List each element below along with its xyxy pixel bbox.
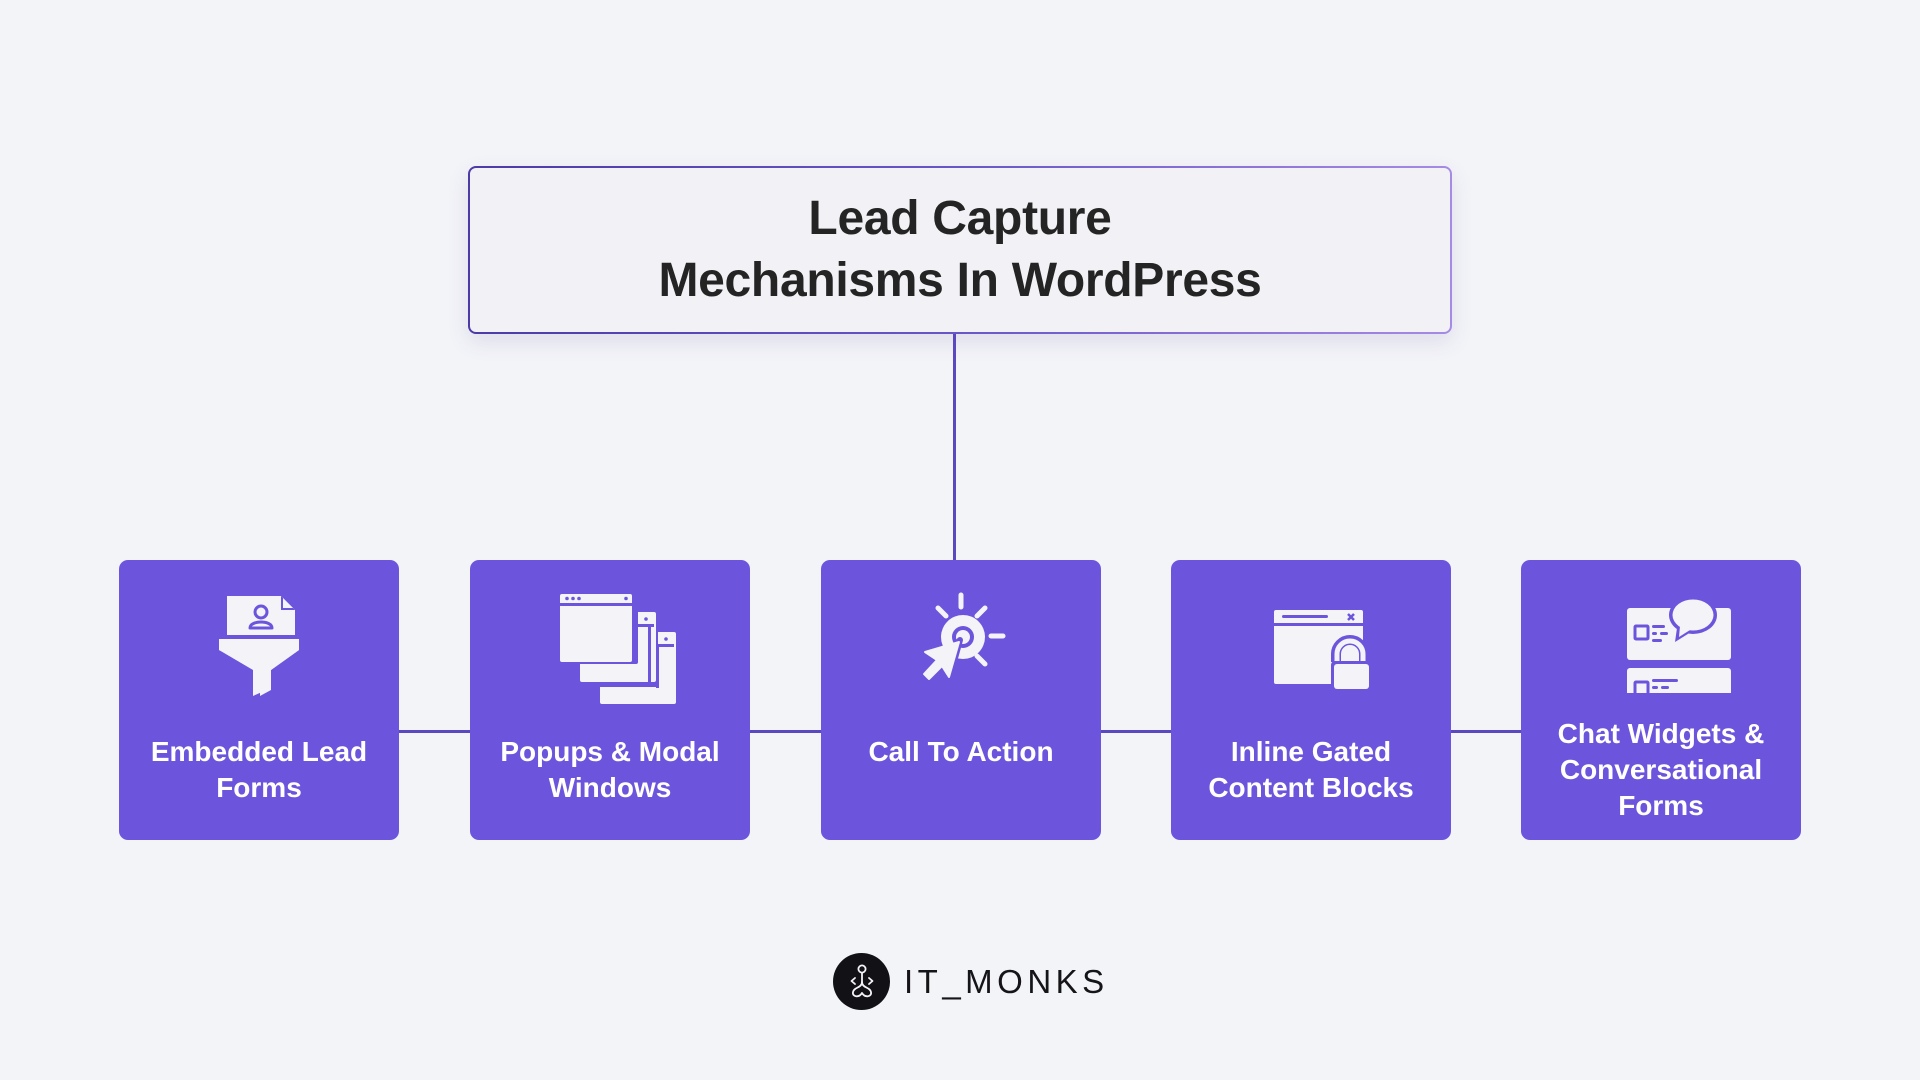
horizontal-connector-4-5	[1451, 730, 1521, 733]
card-popups-modal-windows: Popups & Modal Windows	[470, 560, 750, 840]
card-chat-widgets: Chat Widgets & Conversational Forms	[1521, 560, 1801, 840]
horizontal-connector-2-3	[750, 730, 821, 733]
card-label: Inline Gated Content Blocks	[1208, 736, 1414, 803]
title-inner: Lead Capture Mechanisms In WordPress	[470, 168, 1450, 332]
title-line-2: Mechanisms In WordPress	[658, 254, 1262, 307]
stacked-windows-icon	[540, 582, 680, 704]
card-label: Popups & Modal Windows	[500, 736, 720, 803]
card-inline-gated-content: Inline Gated Content Blocks	[1171, 560, 1451, 840]
chat-form-icon	[1591, 582, 1731, 704]
horizontal-connector-3-4	[1101, 730, 1171, 733]
funnel-document-icon	[189, 582, 329, 704]
logo-text: IT_MONKS	[904, 962, 1109, 1000]
click-cursor-icon	[891, 582, 1031, 704]
card-label: Embedded Lead Forms	[150, 736, 368, 803]
title-line-1: Lead Capture	[808, 192, 1112, 245]
locked-window-icon	[1241, 582, 1381, 704]
card-call-to-action: Call To Action	[821, 560, 1101, 840]
card-label: Call To Action	[868, 736, 1054, 767]
title-box: Lead Capture Mechanisms In WordPress	[468, 166, 1452, 334]
horizontal-connector-1-2	[399, 730, 470, 733]
card-label: Chat Widgets & Conversational Forms	[1557, 718, 1765, 821]
it-monks-logo: IT_MONKS	[833, 953, 1109, 1010]
monk-meditation-icon	[833, 953, 890, 1010]
card-embedded-lead-forms: Embedded Lead Forms	[119, 560, 399, 840]
vertical-connector	[953, 334, 956, 560]
